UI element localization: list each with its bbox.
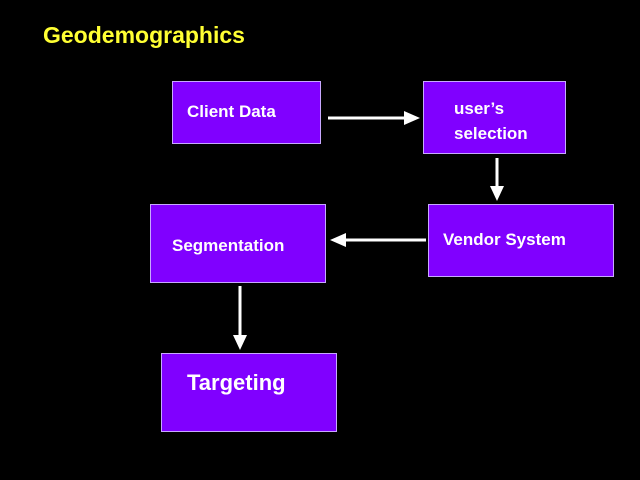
segmentation-box: Segmentation	[150, 204, 326, 283]
arrow-segmentation-to-targeting	[233, 286, 247, 350]
arrow-selection-to-vendor	[490, 158, 504, 201]
arrow-vendor-to-segmentation	[330, 233, 426, 247]
client-data-label: Client Data	[187, 102, 276, 121]
client-data-box: Client Data	[172, 81, 321, 144]
vendor-system-label: Vendor System	[443, 230, 566, 249]
targeting-label: Targeting	[187, 370, 286, 395]
vendor-system-box: Vendor System	[428, 204, 614, 277]
targeting-box: Targeting	[161, 353, 337, 432]
user-selection-box: user’s selection	[423, 81, 566, 154]
arrow-client-to-selection	[328, 111, 420, 125]
user-selection-label: user’s selection	[454, 99, 528, 143]
slide-title: Geodemographics	[43, 22, 245, 48]
segmentation-label: Segmentation	[172, 236, 285, 255]
